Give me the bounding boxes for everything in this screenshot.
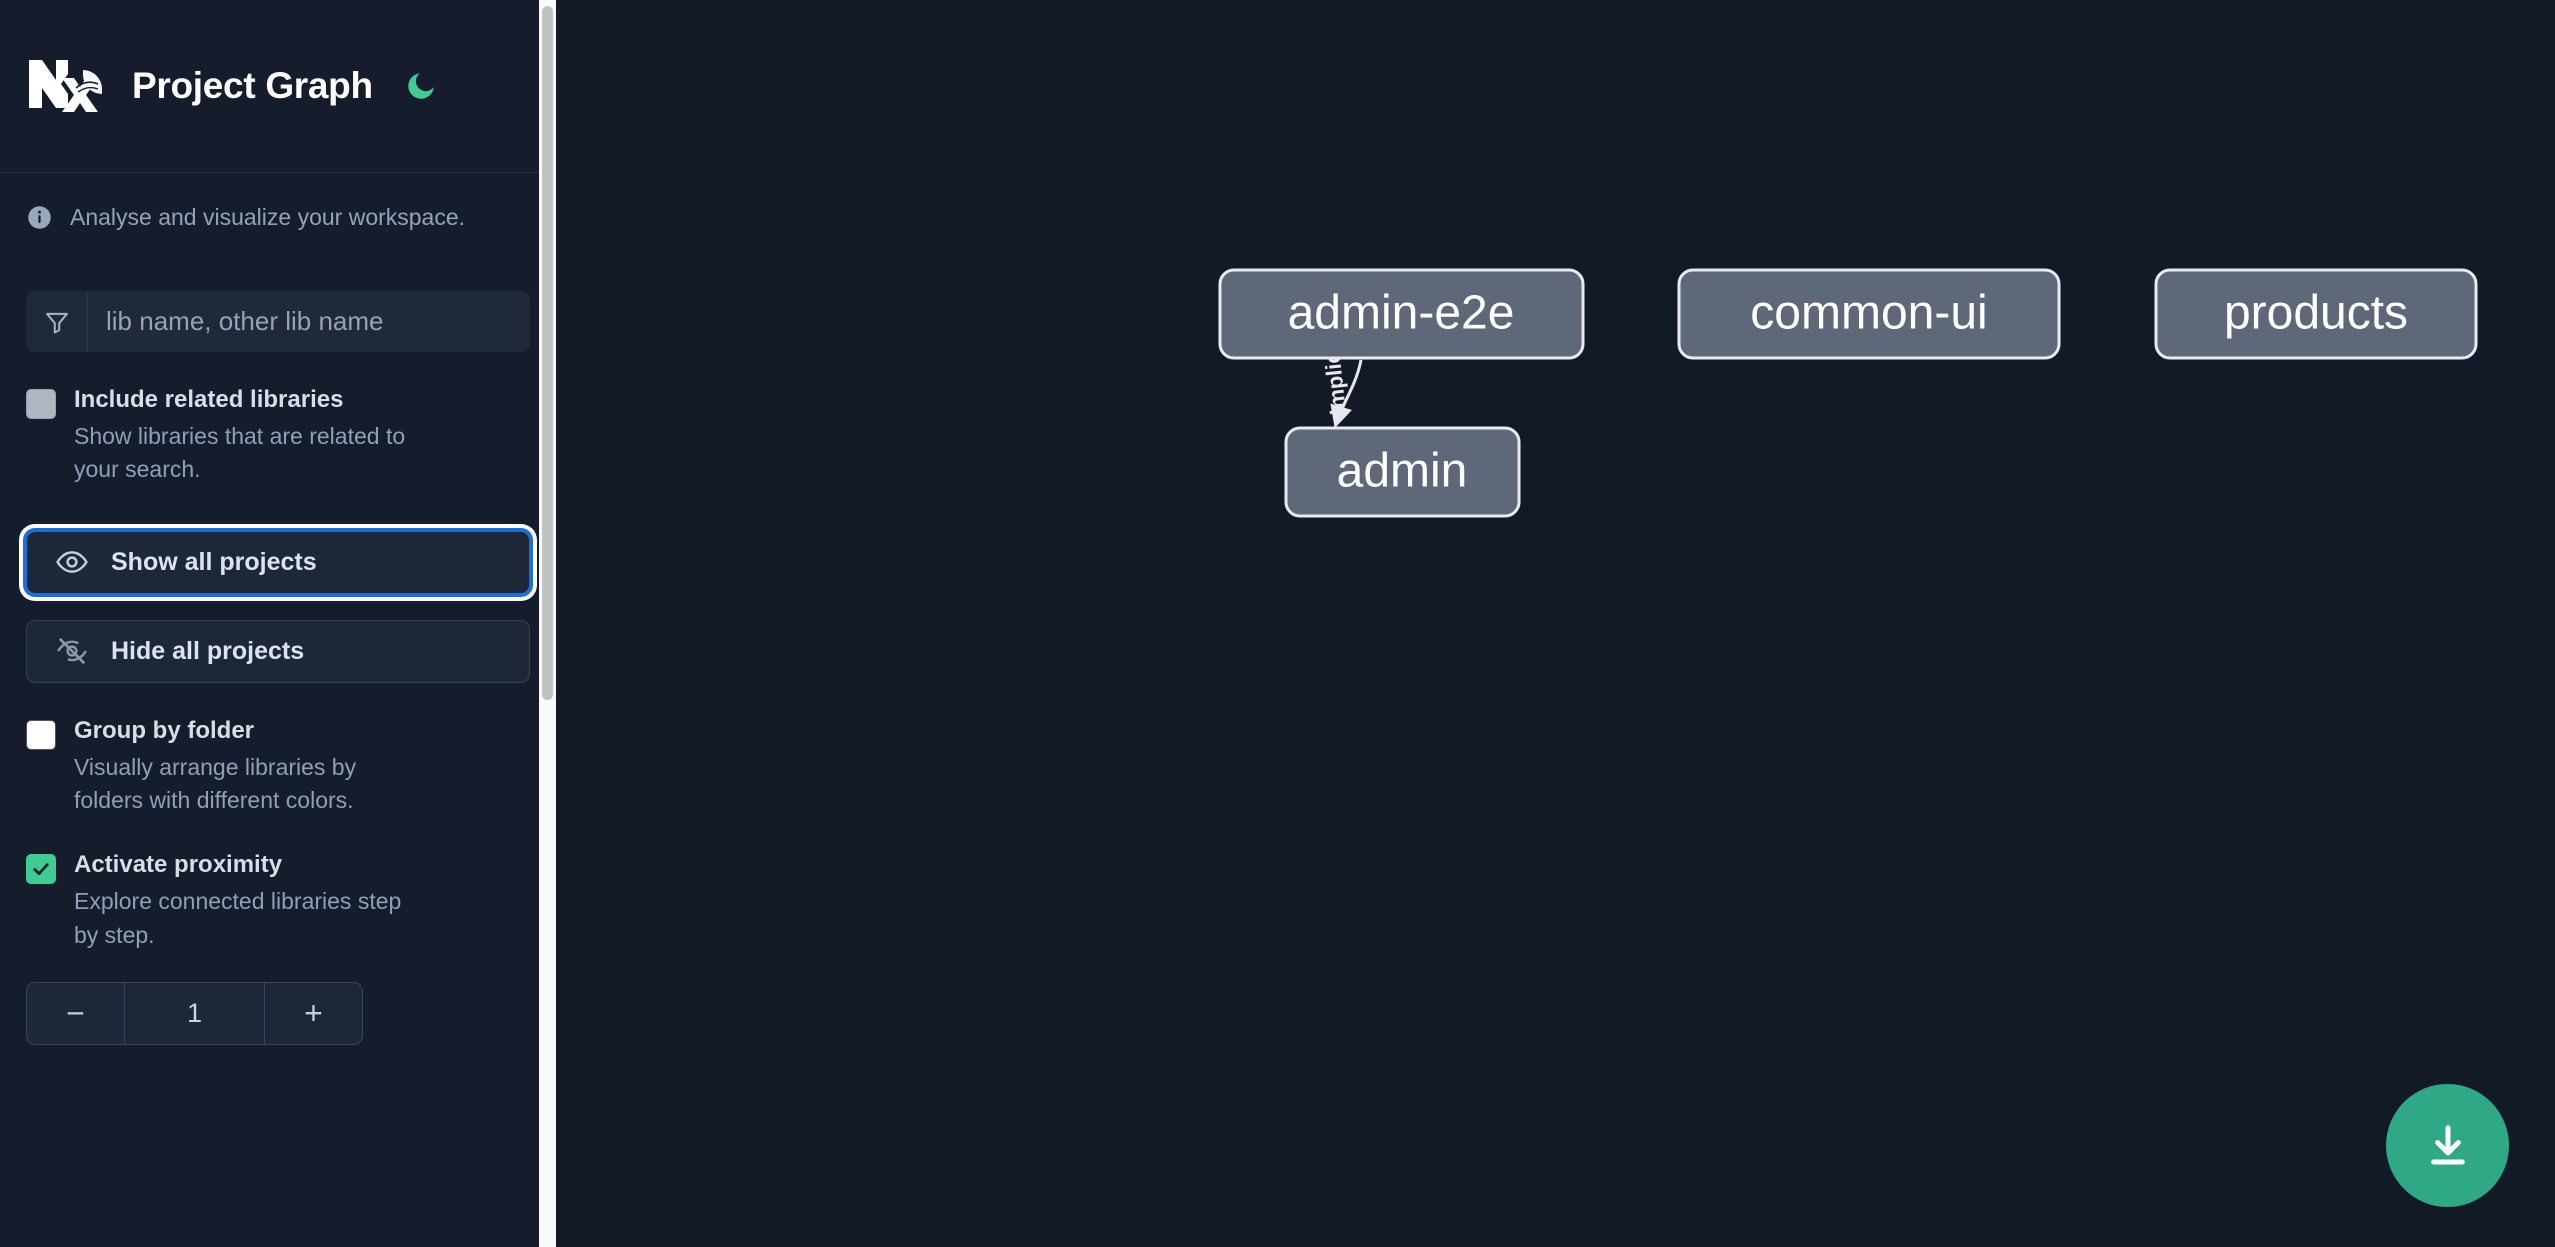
show-all-projects-label: Show all projects: [111, 547, 317, 576]
proximity-stepper-section: − 1 +: [0, 982, 556, 1046]
sidebar: Project Graph Analyse and visualize your…: [0, 0, 556, 1247]
hide-all-projects-button[interactable]: Hide all projects: [26, 619, 530, 683]
info-icon: [26, 204, 53, 231]
stepper-decrement-button[interactable]: −: [27, 983, 125, 1045]
download-icon: [2422, 1120, 2474, 1172]
stepper-value: 1: [186, 998, 203, 1029]
option-description: Show libraries that are related to your …: [74, 423, 406, 483]
sidebar-scrollbar-thumb[interactable]: [542, 6, 553, 700]
option-include-related-libraries[interactable]: Include related libraries Show libraries…: [0, 385, 556, 487]
graph-node-label: common-ui: [1750, 287, 1987, 340]
nx-logo-icon: [26, 56, 108, 116]
download-graph-button[interactable]: [2386, 1084, 2509, 1207]
proximity-stepper: − 1 +: [26, 982, 363, 1046]
stepper-increment-button[interactable]: +: [264, 983, 362, 1045]
project-graph-svg: implicit implicit admin-e2e common-ui: [1218, 268, 2478, 518]
option-text: Activate proximity Explore connected lib…: [74, 850, 414, 952]
tagline: Analyse and visualize your workspace.: [0, 173, 556, 261]
option-title: Group by folder: [74, 716, 254, 744]
graph-node-label: products: [2224, 287, 2408, 340]
graph-node-label: admin-e2e: [1288, 287, 1515, 340]
option-title: Include related libraries: [74, 386, 344, 413]
option-title: Activate proximity: [74, 851, 283, 879]
moon-icon[interactable]: [401, 66, 441, 106]
graph-node-products[interactable]: products: [2154, 268, 2478, 360]
checkbox-group-by-folder[interactable]: [26, 719, 56, 750]
option-activate-proximity[interactable]: Activate proximity Explore connected lib…: [0, 850, 556, 952]
eye-icon: [55, 545, 89, 579]
sidebar-scrollbar-track[interactable]: [539, 0, 556, 1247]
eye-off-icon: [55, 634, 89, 668]
hide-all-projects-label: Hide all projects: [111, 636, 305, 665]
graph-node-admin[interactable]: admin: [1284, 426, 1521, 518]
checkbox-include-related-libraries: [26, 389, 56, 419]
filter-section: [0, 291, 556, 352]
page-title: Project Graph: [132, 65, 373, 106]
visibility-buttons: Show all projects Hide all projects: [0, 530, 556, 683]
graph-node-common-ui[interactable]: common-ui: [1677, 268, 2061, 360]
graph-nodes: admin-e2e common-ui products store-e2e a…: [1218, 268, 2478, 518]
graph-node-label: admin: [1337, 445, 1468, 498]
checkbox-activate-proximity[interactable]: [26, 854, 56, 885]
search-input[interactable]: [88, 291, 530, 352]
search-box[interactable]: [26, 291, 530, 352]
option-text: Include related libraries Show libraries…: [74, 385, 414, 487]
graph-canvas[interactable]: implicit implicit admin-e2e common-ui: [556, 0, 2555, 1247]
option-group-by-folder[interactable]: Group by folder Visually arrange librari…: [0, 716, 556, 818]
option-text: Group by folder Visually arrange librari…: [74, 716, 414, 818]
option-description: Explore connected libraries step by step…: [74, 888, 402, 948]
tagline-text: Analyse and visualize your workspace.: [70, 203, 466, 230]
funnel-icon: [26, 291, 88, 352]
graph-node-admin-e2e[interactable]: admin-e2e: [1218, 268, 1585, 360]
option-description: Visually arrange libraries by folders wi…: [74, 753, 357, 814]
show-all-projects-button[interactable]: Show all projects: [26, 530, 530, 594]
sidebar-header: Project Graph: [0, 0, 556, 173]
